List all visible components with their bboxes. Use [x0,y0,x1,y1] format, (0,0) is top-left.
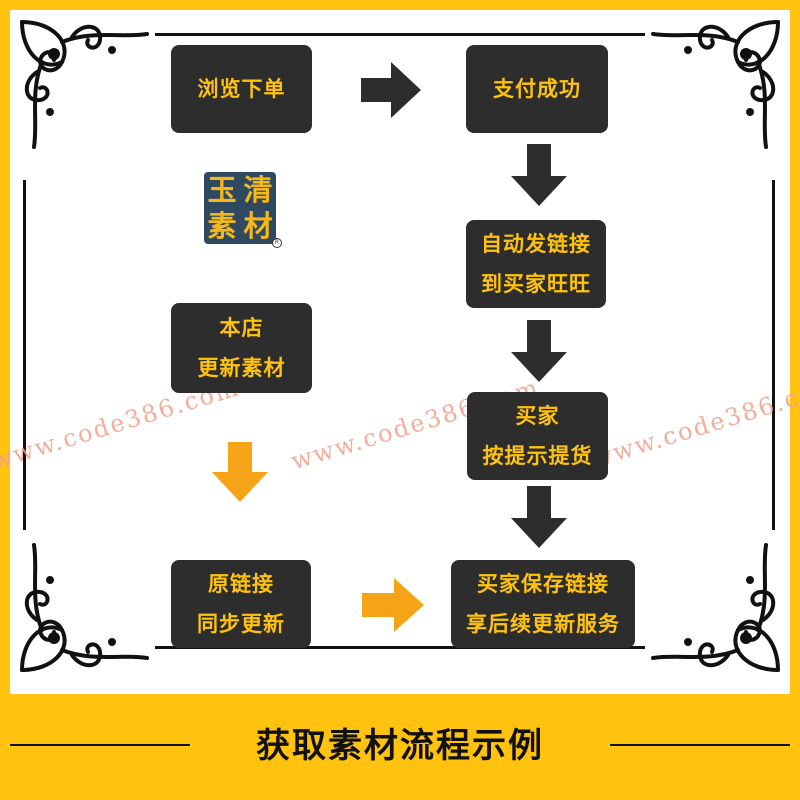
step-buyer-pickup: 买家 按提示提货 [467,392,608,480]
footer-left-rule [10,744,190,746]
arrow-right-dark-icon [361,62,421,118]
frame-right-line [772,180,775,530]
step-browse-order-label: 浏览下单 [197,77,286,101]
step-source-sync-line1: 原链接 [208,572,274,596]
logo-char-1: 玉 [207,173,237,207]
footer-title: 获取素材流程示例 [256,726,544,766]
frame-bottom-line [155,646,645,649]
corner-ornament-top-left [20,20,149,149]
registered-mark-icon: R [272,238,282,248]
step-auto-send-line2: 到买家旺旺 [481,272,591,296]
step-store-update: 本店 更新素材 [171,303,312,393]
logo-char-4: 材 [243,209,273,243]
step-buyer-pickup-line2: 按提示提货 [482,444,593,468]
step-source-sync: 原链接 同步更新 [171,560,311,648]
corner-ornament-bottom-left [20,543,149,672]
step-pay-success-label: 支付成功 [493,77,581,101]
arrow-down-dark-icon-3 [511,486,567,548]
arrow-down-yellow-icon [212,442,268,502]
brand-logo: 玉 清 素 材 [204,172,276,244]
step-pay-success: 支付成功 [466,45,608,133]
logo-char-3: 素 [207,209,237,243]
frame-left-line [23,180,26,530]
logo-char-2: 清 [243,173,273,207]
step-buyer-pickup-line1: 买家 [515,404,560,428]
diagram-panel [10,10,790,694]
corner-ornament-top-right [651,20,780,149]
corner-ornament-bottom-right [651,543,780,672]
step-store-update-line2: 更新素材 [197,356,286,380]
step-browse-order: 浏览下单 [171,45,312,133]
frame-top-line [155,33,645,36]
step-buyer-keep-line1: 买家保存链接 [477,572,609,596]
arrow-right-yellow-icon [362,578,424,632]
arrow-down-dark-icon-1 [511,144,567,206]
step-source-sync-line2: 同步更新 [197,612,285,636]
footer-right-rule [610,744,790,746]
step-auto-send-line1: 自动发链接 [481,232,591,256]
arrow-down-dark-icon-2 [511,320,567,382]
step-auto-send-link: 自动发链接 到买家旺旺 [466,220,606,308]
step-buyer-keep-line2: 享后续更新服务 [466,612,620,636]
step-buyer-keep-link: 买家保存链接 享后续更新服务 [451,560,635,648]
step-store-update-line1: 本店 [219,316,264,340]
